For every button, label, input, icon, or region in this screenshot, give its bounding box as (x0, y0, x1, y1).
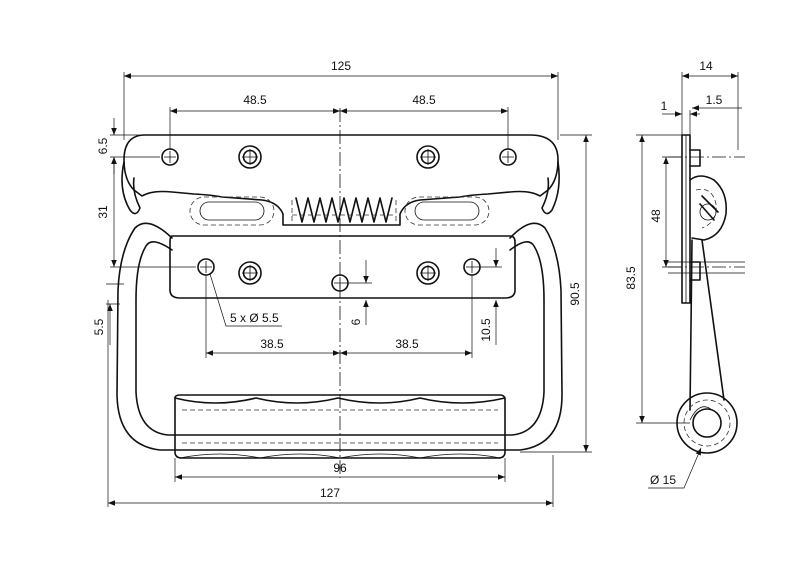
dim-bottom-offset: 5.5 (92, 318, 106, 335)
hole-bottom-inner-right (416, 261, 440, 285)
spring (295, 197, 393, 223)
handle-grip (174, 394, 506, 459)
dim-side-total-height: 83.5 (624, 266, 638, 290)
dim-side-pivot-height: 48 (649, 209, 663, 223)
dim-front-left-pitch: 48.5 (243, 93, 267, 107)
dim-side-plate-thickness: 1 (661, 99, 668, 113)
hole-top-right (499, 148, 517, 166)
front-dimensions: 125 48.5 48.5 6.5 31 5.5 5 x Ø 5.5 38.5 … (92, 59, 592, 507)
side-hinge (689, 175, 728, 241)
slot-right (404, 196, 490, 226)
dim-grip-diameter: Ø 15 (650, 473, 676, 487)
slot-left (189, 196, 275, 226)
dim-overall-bottom-width: 127 (320, 486, 340, 500)
dim-hole-label: 5 x Ø 5.5 (230, 311, 279, 325)
dim-lower-left-pitch: 38.5 (260, 337, 284, 351)
grip-inner-hidden (182, 409, 498, 444)
dim-top-flange-height: 6.5 (96, 137, 110, 154)
hole-bottom-left (197, 258, 215, 276)
handle-outer (116, 222, 563, 451)
spring-hidden (291, 200, 397, 222)
hole-bottom-right (463, 258, 481, 276)
slot-left-inner (199, 201, 265, 221)
dim-side-offset: 1.5 (706, 93, 723, 107)
hole-top-inner-left (238, 145, 262, 169)
dim-right-offset: 10.5 (479, 318, 493, 342)
mounting-plate (123, 134, 559, 226)
side-view (668, 134, 745, 454)
side-arm (689, 239, 725, 411)
hole-top-inner-right (416, 145, 440, 169)
front-view (116, 108, 563, 478)
dim-overall-top-width: 125 (331, 59, 351, 73)
slot-right-inner (414, 201, 480, 221)
hole-top-left (161, 148, 179, 166)
grip-waves (174, 397, 506, 404)
dim-lower-right-pitch: 38.5 (395, 337, 419, 351)
hole-bottom-inner-left (238, 261, 262, 285)
side-dimensions: 14 1 1.5 48 83.5 Ø 15 (624, 59, 742, 489)
dim-side-depth: 14 (699, 59, 713, 73)
dim-handle-height: 90.5 (568, 282, 582, 306)
dim-plate-height: 31 (96, 205, 110, 219)
recess-plate (169, 235, 516, 299)
plate-hook-right (541, 161, 560, 215)
dim-center-offset: 6 (349, 318, 363, 325)
dim-front-right-pitch: 48.5 (412, 93, 436, 107)
grip-waves-bottom (179, 453, 501, 459)
dim-grip-width: 96 (333, 461, 347, 475)
plate-hook-left (121, 161, 141, 215)
